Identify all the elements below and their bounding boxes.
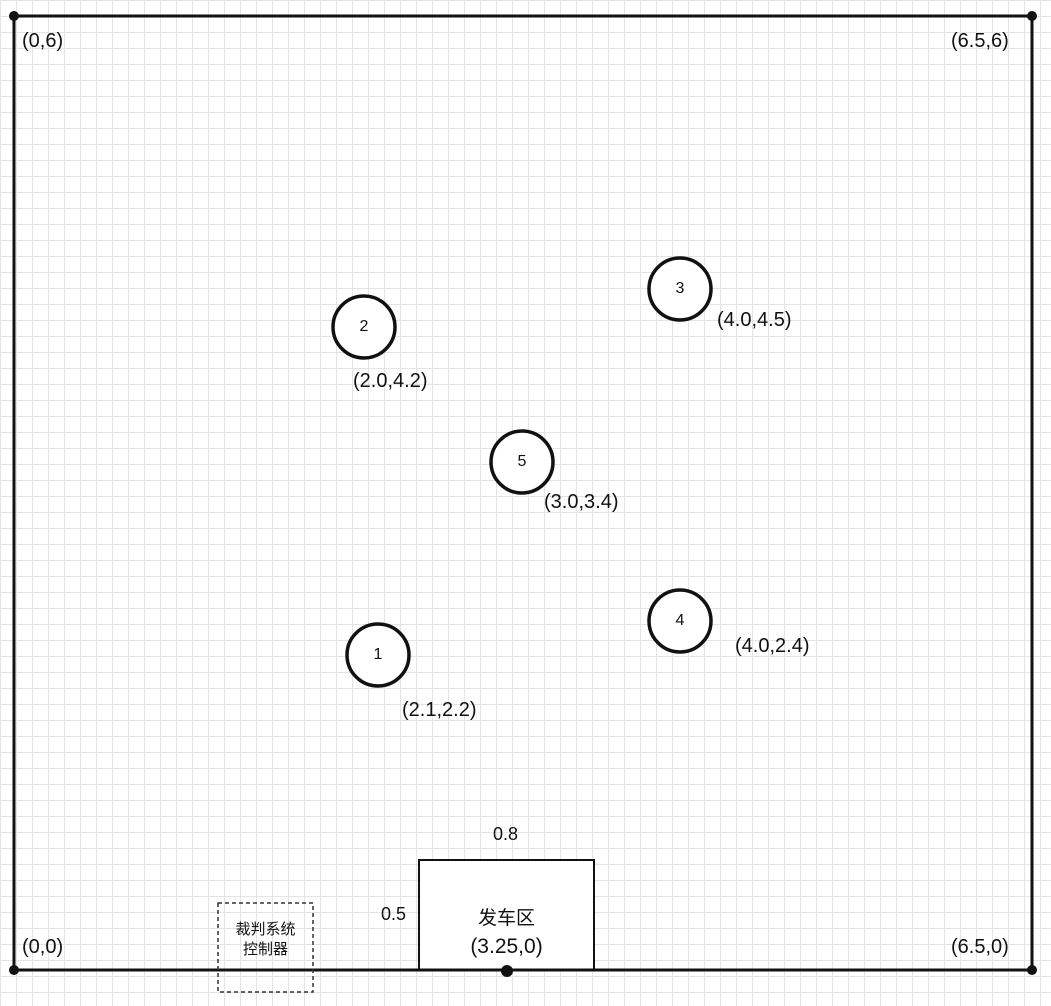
target-circle-3 — [647, 256, 713, 322]
target-circle-4 — [647, 588, 713, 654]
start-zone-height-label: 0.5 — [381, 904, 407, 924]
target-circle-2 — [331, 294, 397, 360]
start-zone-width-label: 0.8 — [493, 824, 519, 844]
target-coord-3: (4.0,4.5) — [717, 309, 792, 331]
target-number-1: 1 — [373, 646, 383, 663]
corner-point-top-left — [9, 11, 19, 21]
start-zone-name: 发车区 — [477, 908, 535, 929]
corner-label-top-left: (0,6) — [22, 30, 64, 52]
corner-label-bottom-right: (6.5,0) — [951, 936, 1009, 958]
target-coord-1: (2.1,2.2) — [402, 699, 477, 721]
target-coord-4: (4.0,2.4) — [735, 635, 810, 657]
target-coord-2: (2.0,4.2) — [353, 370, 428, 392]
judge-controller-line2: 控制器 — [242, 941, 288, 958]
judge-controller-label: 裁判系统 控制器 — [218, 920, 313, 960]
corner-point-top-right — [1027, 11, 1037, 21]
start-point — [501, 965, 513, 977]
judge-controller-line1: 裁判系统 — [235, 921, 296, 938]
target-circle-5 — [489, 429, 555, 495]
corner-label-top-right: (6.5,6) — [951, 30, 1009, 52]
corner-label-bottom-left: (0,0) — [22, 936, 64, 958]
target-coord-5: (3.0,3.4) — [544, 491, 619, 513]
target-number-4: 4 — [675, 612, 685, 629]
start-zone-box — [418, 859, 595, 971]
target-number-5: 5 — [517, 453, 527, 470]
target-number-2: 2 — [359, 318, 369, 335]
target-number-3: 3 — [675, 280, 685, 297]
target-circle-1 — [345, 622, 411, 688]
judge-controller-box — [217, 902, 314, 993]
start-zone-coord: (3.25,0) — [470, 935, 543, 958]
